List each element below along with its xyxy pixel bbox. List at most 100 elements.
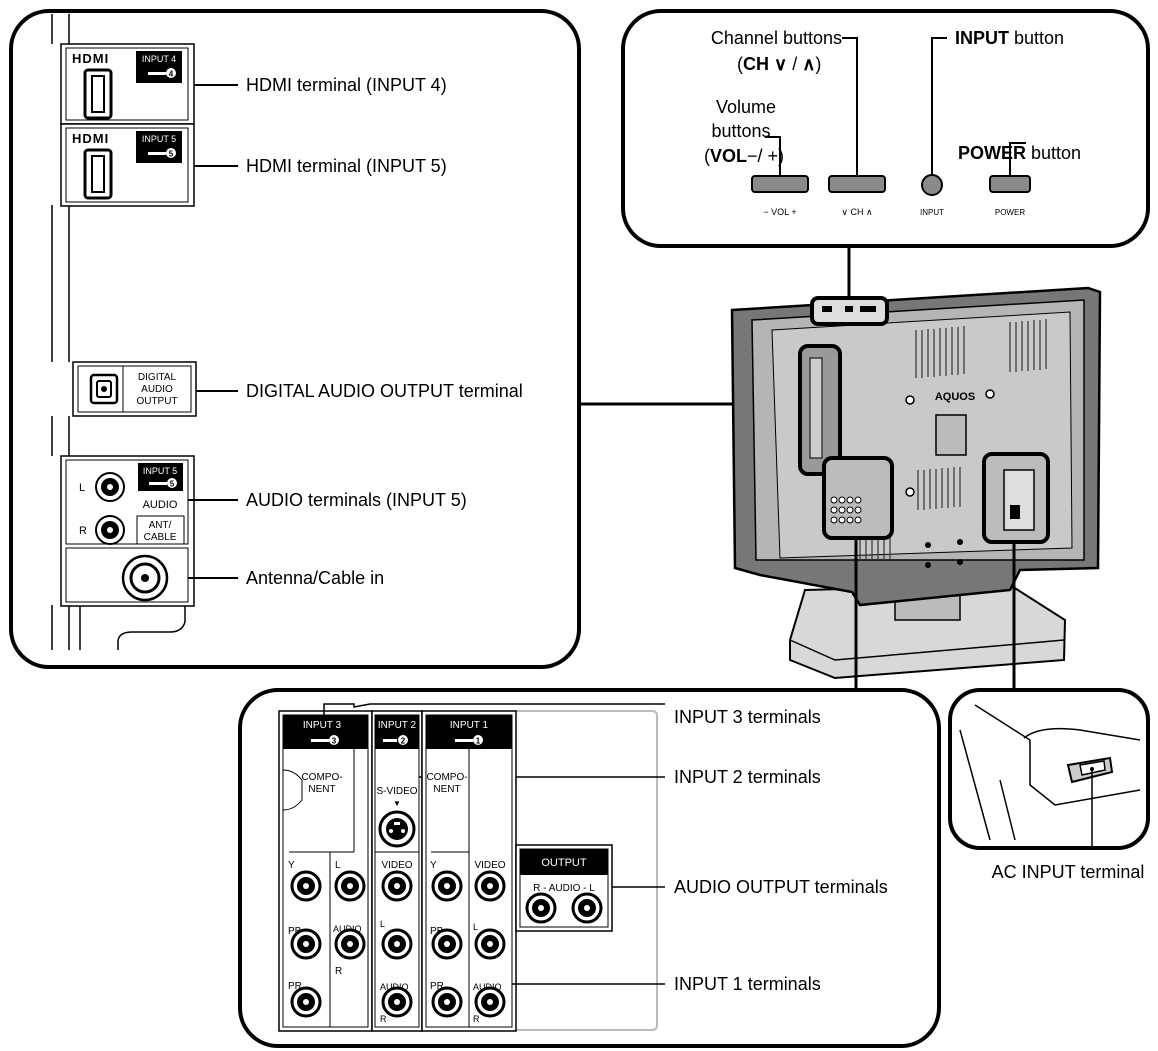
label-antenna: Antenna/Cable in <box>246 568 384 588</box>
digital-audio-output-port: DIGITAL AUDIO OUTPUT <box>72 361 197 417</box>
label-power-button: POWER button <box>958 143 1081 163</box>
svg-text:COMPO-: COMPO- <box>426 772 467 783</box>
svg-text:PR: PR <box>288 981 302 992</box>
label-audio-output: AUDIO OUTPUT terminals <box>674 877 888 897</box>
svg-text:5: 5 <box>169 150 174 159</box>
label-ac-input: AC INPUT terminal <box>992 862 1145 882</box>
svg-text:AUDIO: AUDIO <box>141 384 173 395</box>
jack <box>334 928 366 960</box>
jack <box>431 870 463 902</box>
svg-text:INPUT 2: INPUT 2 <box>378 720 417 731</box>
power-button <box>989 175 1031 193</box>
channel-buttons <box>828 175 886 193</box>
leader-volume <box>765 136 781 176</box>
svg-text:INPUT 3: INPUT 3 <box>303 720 342 731</box>
svg-text:AUDIO: AUDIO <box>143 499 178 511</box>
jack <box>431 986 463 1018</box>
ac-input-detail <box>959 704 1141 841</box>
label-audio5: AUDIO terminals (INPUT 5) <box>246 490 467 510</box>
jack <box>290 928 322 960</box>
label-input2: INPUT 2 terminals <box>674 767 821 787</box>
terminal-board-outline <box>516 710 658 1031</box>
svg-text:5: 5 <box>170 480 175 489</box>
jack <box>525 892 557 924</box>
volume-buttons <box>751 175 809 193</box>
rca-jacks <box>290 870 603 1018</box>
leader-power <box>1009 142 1026 176</box>
svg-text:2: 2 <box>401 737 406 746</box>
leader-input3 <box>323 703 665 715</box>
svg-text:R - AUDIO - L: R - AUDIO - L <box>533 883 595 894</box>
label-channel-buttons-sub: (CH ∨ / ∧) <box>737 54 821 74</box>
jack <box>381 870 413 902</box>
tv-rear-view: AQUOS <box>730 286 1102 680</box>
svg-text:OUTPUT: OUTPUT <box>136 396 177 407</box>
svg-text:PB: PB <box>288 926 302 937</box>
ac-callout-panel <box>948 688 1150 850</box>
label-input-button: INPUT button <box>955 28 1064 48</box>
label-hdmi5: HDMI terminal (INPUT 5) <box>246 156 447 176</box>
svg-text:INPUT 1: INPUT 1 <box>450 720 489 731</box>
svg-text:R: R <box>335 966 342 977</box>
caption-input: INPUT <box>920 208 944 217</box>
svg-text:L: L <box>473 922 478 932</box>
svg-text:INPUT 4: INPUT 4 <box>142 54 176 64</box>
left-chassis-lines <box>51 14 186 650</box>
jack <box>290 870 322 902</box>
svg-text:INPUT 5: INPUT 5 <box>143 466 177 476</box>
caption-ch: ∨ CH ∧ <box>841 207 872 217</box>
label-input1: INPUT 1 terminals <box>674 974 821 994</box>
leader-channel <box>842 37 858 176</box>
input1-terminal-group: INPUT 1 1 COMPO- NENT Y PB PR VIDEO L AU… <box>421 710 517 1032</box>
input2-terminal-group: INPUT 2 2 S-VIDEO ▼ VIDEO L AUDIO R <box>371 710 423 1032</box>
label-volume-line1: Volume <box>716 97 776 117</box>
svg-text:1: 1 <box>476 737 481 746</box>
jack <box>381 986 413 1018</box>
svg-text:NENT: NENT <box>433 784 460 795</box>
svg-text:L: L <box>335 860 341 871</box>
jack <box>334 870 366 902</box>
jack <box>290 986 322 1018</box>
svg-text:HDMI: HDMI <box>72 51 109 66</box>
jack <box>474 870 506 902</box>
label-digital-audio: DIGITAL AUDIO OUTPUT terminal <box>246 381 523 401</box>
svg-text:VIDEO: VIDEO <box>474 860 505 871</box>
svg-text:INPUT 5: INPUT 5 <box>142 134 176 144</box>
jack <box>381 928 413 960</box>
jack <box>474 986 506 1018</box>
svg-text:R: R <box>380 1014 387 1024</box>
hdmi-input4-port: HDMI INPUT 4 4 <box>60 43 195 125</box>
svg-text:4: 4 <box>169 70 174 79</box>
jack <box>474 928 506 960</box>
svg-text:L: L <box>380 919 385 929</box>
svg-text:VIDEO: VIDEO <box>381 860 412 871</box>
top-callout-panel <box>621 9 1150 248</box>
svg-text:S-VIDEO: S-VIDEO <box>376 786 417 797</box>
svg-text:CABLE: CABLE <box>144 532 177 543</box>
caption-vol: − VOL + <box>763 207 796 217</box>
label-volume-line2: buttons <box>711 121 770 141</box>
svg-text:Y: Y <box>430 860 437 871</box>
antenna-cable-port <box>65 547 189 603</box>
svg-text:Y: Y <box>288 860 295 871</box>
svg-text:▼: ▼ <box>393 799 401 808</box>
jack <box>571 892 603 924</box>
svg-text:COMPO-: COMPO- <box>301 772 342 783</box>
input3-terminal-group: INPUT 3 3 COMPO- NENT Y PB PR L AUDIO R <box>278 710 373 1032</box>
label-channel-buttons: Channel buttons <box>711 28 842 48</box>
input-button <box>921 174 943 196</box>
hdmi-input5-port: HDMI INPUT 5 5 <box>60 123 195 207</box>
svg-text:ANT/: ANT/ <box>149 520 172 531</box>
label-hdmi4: HDMI terminal (INPUT 4) <box>246 75 447 95</box>
svg-text:PR: PR <box>430 981 444 992</box>
svg-text:R: R <box>473 1014 480 1024</box>
tv-logo: AQUOS <box>935 391 975 403</box>
svg-text:R: R <box>79 525 87 537</box>
svg-text:3: 3 <box>332 737 337 746</box>
svg-text:L: L <box>79 482 85 494</box>
svg-text:NENT: NENT <box>308 784 335 795</box>
caption-power: POWER <box>995 208 1025 217</box>
label-volume-line3: (VOL−/ +) <box>704 146 784 166</box>
jack <box>431 928 463 960</box>
